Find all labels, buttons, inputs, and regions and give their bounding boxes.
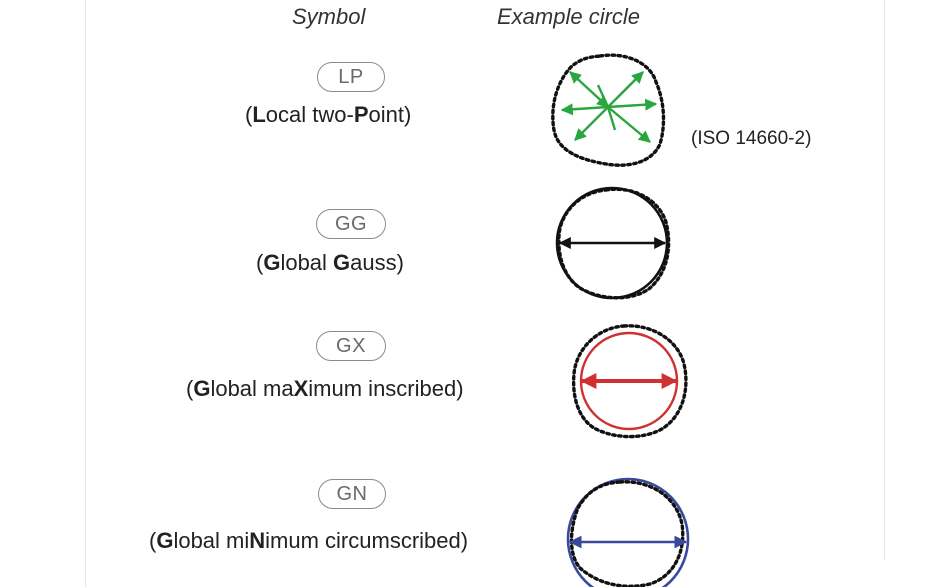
gx-example-circle xyxy=(571,324,688,439)
gg-dotted-profile xyxy=(557,187,671,300)
lp-two-point-arrows xyxy=(560,71,658,143)
right-edge-line xyxy=(884,0,885,560)
iso-reference-note: (ISO 14660-2) xyxy=(691,128,812,149)
symbol-description-lp: (Local two-Point) xyxy=(245,102,412,127)
symbol-badge-gn: GN xyxy=(318,479,386,509)
symbol-badge-gx: GX xyxy=(316,331,386,361)
gg-example-circle xyxy=(555,186,671,300)
gn-circumscribed-circle xyxy=(566,477,690,587)
lp-dotted-profile xyxy=(551,53,666,167)
left-edge-line xyxy=(85,0,86,587)
example-column-header: Example circle xyxy=(497,4,641,29)
symbol-column-header: Symbol xyxy=(292,4,366,29)
lp-example-circle xyxy=(551,53,666,167)
symbol-description-gg: (Global Gauss) xyxy=(256,250,404,275)
gn-dotted-profile xyxy=(569,480,685,587)
symbol-badge-lp: LP xyxy=(317,62,385,92)
symbol-badge-gg: GG xyxy=(316,209,386,239)
gx-dotted-profile xyxy=(571,324,688,439)
gn-example-circle xyxy=(566,477,690,587)
symbol-description-gx: (Global maXimum inscribed) xyxy=(186,376,464,401)
symbol-description-gn: (Global miNimum circumscribed) xyxy=(149,528,469,553)
